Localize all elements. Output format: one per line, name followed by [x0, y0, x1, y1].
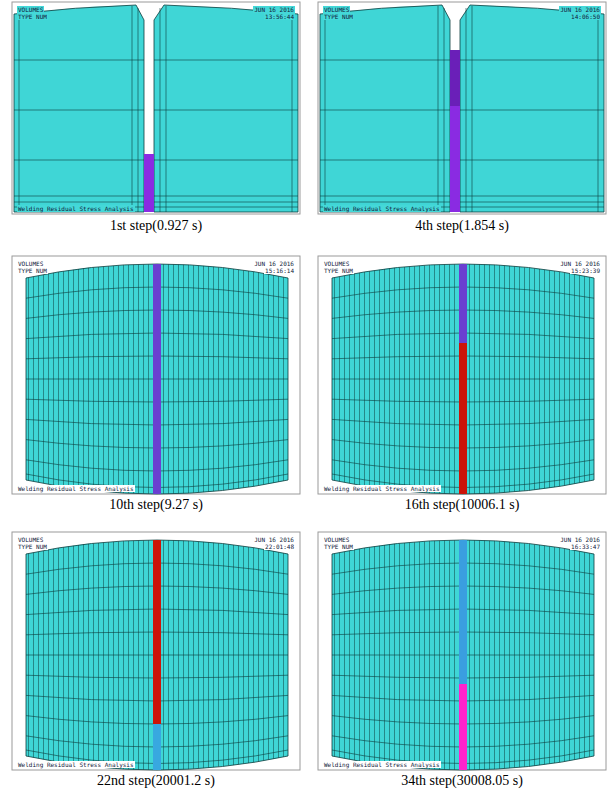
plot-subtype: TYPE NUM — [323, 543, 354, 550]
plot-type: VOLUMES — [323, 260, 350, 267]
date-stamp: JUN 16 2016 — [253, 536, 295, 543]
time-stamp: 15:16:14 — [264, 267, 295, 274]
step-caption: 10th step(9.27 s) — [12, 497, 300, 513]
analysis-title: Welding Residual Stress Analysis — [17, 761, 135, 768]
step-caption: 1st step(0.927 s) — [12, 218, 300, 234]
plot-subtype: TYPE NUM — [17, 13, 48, 20]
step-caption: 34th step(30008.05 s) — [318, 773, 606, 789]
analysis-title: Welding Residual Stress Analysis — [323, 761, 441, 768]
analysis-title: Welding Residual Stress Analysis — [17, 485, 135, 492]
plot-subtype: TYPE NUM — [323, 13, 354, 20]
plot-type: VOLUMES — [17, 260, 44, 267]
time-stamp: 15:23:39 — [570, 267, 601, 274]
analysis-title: Welding Residual Stress Analysis — [323, 205, 441, 212]
date-stamp: JUN 16 2016 — [253, 6, 295, 13]
analysis-title: Welding Residual Stress Analysis — [323, 485, 441, 492]
step-caption: 22nd step(20001.2 s) — [12, 773, 300, 789]
plot-type: VOLUMES — [323, 536, 350, 543]
time-stamp: 13:56:44 — [264, 13, 295, 20]
date-stamp: JUN 16 2016 — [559, 536, 601, 543]
date-stamp: JUN 16 2016 — [559, 6, 601, 13]
analysis-title: Welding Residual Stress Analysis — [17, 205, 135, 212]
plot-type: VOLUMES — [17, 6, 44, 13]
plot-type: VOLUMES — [17, 536, 44, 543]
step-caption: 4th step(1.854 s) — [318, 218, 606, 234]
step-caption: 16th step(10006.1 s) — [318, 497, 606, 513]
time-stamp: 16:33:47 — [570, 543, 601, 550]
plot-subtype: TYPE NUM — [17, 543, 48, 550]
plot-subtype: TYPE NUM — [323, 267, 354, 274]
date-stamp: JUN 16 2016 — [559, 260, 601, 267]
plot-type: VOLUMES — [323, 6, 350, 13]
plot-subtype: TYPE NUM — [17, 267, 48, 274]
date-stamp: JUN 16 2016 — [253, 260, 295, 267]
time-stamp: 14:06:50 — [570, 13, 601, 20]
time-stamp: 22:01:48 — [264, 543, 295, 550]
